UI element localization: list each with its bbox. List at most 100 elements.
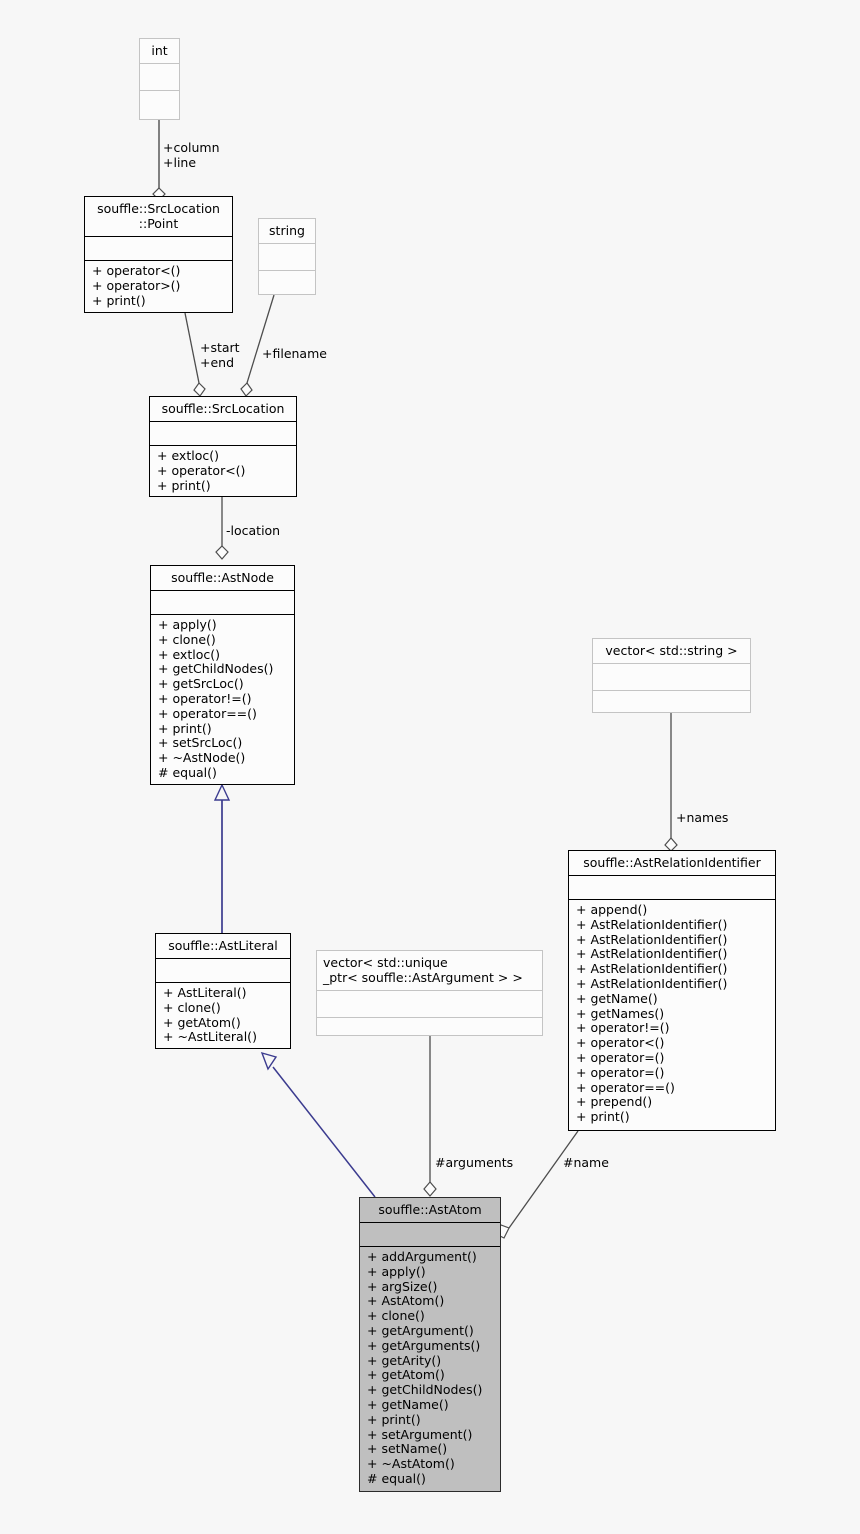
edge-label-filename: +filename xyxy=(262,346,327,361)
class-box-astnode[interactable]: souffle::AstNode + apply() + clone() + e… xyxy=(150,565,295,785)
operation-item: + clone() xyxy=(158,631,216,647)
operation-item: + operator!=() xyxy=(576,1020,670,1036)
operation-item: + getArguments() xyxy=(367,1337,481,1353)
class-ops-astatom: + addArgument() + apply() + argSize() + … xyxy=(360,1247,500,1491)
class-title-srclocation: souffle::SrcLocation xyxy=(150,397,296,422)
operation-item: + operator<() xyxy=(576,1035,665,1051)
operation-item: + clone() xyxy=(163,999,221,1015)
edge-astnode-astliteral-inheritance xyxy=(213,783,231,933)
class-box-astliteral[interactable]: souffle::AstLiteral + AstLiteral() + clo… xyxy=(155,933,291,1049)
class-ops-astrelationidentifier: + append() + AstRelationIdentifier() + A… xyxy=(569,900,775,1130)
operation-item: + ~AstNode() xyxy=(158,750,246,766)
edge-label-arguments: #arguments xyxy=(435,1155,514,1170)
operation-item: + getArgument() xyxy=(367,1322,474,1338)
class-attrs-int xyxy=(140,64,179,91)
operation-item: + getNames() xyxy=(576,1005,665,1021)
operation-item: + operator==() xyxy=(576,1079,675,1095)
operation-item: + getChildNodes() xyxy=(367,1382,483,1398)
class-ops-vector-unique-ptr xyxy=(317,1018,542,1049)
operation-item: + ~AstAtom() xyxy=(367,1456,455,1472)
class-box-string[interactable]: string xyxy=(258,218,316,295)
class-ops-int xyxy=(140,91,179,122)
edge-label-names: +names xyxy=(676,810,729,825)
class-title-vector-string: vector< std::string > xyxy=(593,639,750,664)
class-box-srclocation-point[interactable]: souffle::SrcLocation ::Point + operator<… xyxy=(84,196,233,313)
operation-item: + apply() xyxy=(367,1263,426,1279)
operation-item: + operator>() xyxy=(92,277,181,293)
class-attrs-astrelationidentifier xyxy=(569,876,775,900)
operation-item: + getChildNodes() xyxy=(158,661,274,677)
class-ops-string xyxy=(259,271,315,302)
operation-item: + print() xyxy=(92,292,146,308)
operation-item: + prepend() xyxy=(576,1094,653,1110)
class-ops-astliteral: + AstLiteral() + clone() + getAtom() + ~… xyxy=(156,983,290,1049)
operation-item: + setName() xyxy=(367,1441,448,1457)
class-title-astrelationidentifier: souffle::AstRelationIdentifier xyxy=(569,851,775,876)
operation-item: + addArgument() xyxy=(367,1249,477,1264)
operation-item: + setSrcLoc() xyxy=(158,735,243,751)
edge-label-location: -location xyxy=(226,523,281,538)
class-title-string: string xyxy=(259,219,315,244)
operation-item: + AstRelationIdentifier() xyxy=(576,916,728,932)
edge-label-name: #name xyxy=(563,1155,609,1170)
class-ops-astnode: + apply() + clone() + extloc() + getChil… xyxy=(151,615,294,785)
operation-item: + getName() xyxy=(367,1396,449,1412)
operation-item: + getAtom() xyxy=(163,1014,241,1030)
class-attrs-vector-unique-ptr xyxy=(317,991,542,1018)
operation-item: + operator=() xyxy=(576,1049,665,1065)
operation-item: + extloc() xyxy=(158,646,220,662)
operation-item: + AstRelationIdentifier() xyxy=(576,975,728,991)
edge-label-start-end: +start +end xyxy=(200,340,240,370)
operation-item: + getSrcLoc() xyxy=(158,676,244,692)
class-title-astliteral: souffle::AstLiteral xyxy=(156,934,290,959)
operation-item: + getArity() xyxy=(367,1352,442,1368)
operation-item: + AstAtom() xyxy=(367,1293,445,1309)
operation-item: + getAtom() xyxy=(367,1367,445,1383)
class-title-astnode: souffle::AstNode xyxy=(151,566,294,591)
operation-item: + print() xyxy=(157,477,211,493)
operation-item: + ~AstLiteral() xyxy=(163,1029,257,1045)
edge-vectorstring-to-relationidentifier xyxy=(664,713,678,852)
class-attrs-srclocation-point xyxy=(85,237,232,261)
operation-item: + AstRelationIdentifier() xyxy=(576,931,728,947)
class-attrs-astatom xyxy=(360,1223,500,1247)
class-attrs-string xyxy=(259,244,315,271)
edge-vectorunique-to-astatom xyxy=(423,1036,437,1197)
class-box-int[interactable]: int xyxy=(139,38,180,120)
operation-item: + getName() xyxy=(576,990,658,1006)
operation-item: + print() xyxy=(576,1109,630,1125)
class-box-astrelationidentifier[interactable]: souffle::AstRelationIdentifier + append(… xyxy=(568,850,776,1131)
operation-item: + setArgument() xyxy=(367,1426,473,1442)
class-box-srclocation[interactable]: souffle::SrcLocation + extloc() + operat… xyxy=(149,396,297,497)
operation-item: # equal() xyxy=(367,1470,426,1486)
operation-item: + AstRelationIdentifier() xyxy=(576,946,728,962)
edge-label-column-line: +column +line xyxy=(163,140,220,170)
class-ops-srclocation-point: + operator<() + operator>() + print() xyxy=(85,261,232,312)
class-attrs-vector-string xyxy=(593,664,750,691)
operation-item: + operator!=() xyxy=(158,690,252,706)
class-attrs-astnode xyxy=(151,591,294,615)
operation-item: + extloc() xyxy=(157,448,219,463)
class-box-astatom[interactable]: souffle::AstAtom + addArgument() + apply… xyxy=(359,1197,501,1492)
class-attrs-srclocation xyxy=(150,422,296,446)
operation-item: + AstRelationIdentifier() xyxy=(576,961,728,977)
operation-item: + apply() xyxy=(158,617,217,632)
class-title-int: int xyxy=(140,39,179,64)
class-attrs-astliteral xyxy=(156,959,290,983)
operation-item: + operator<() xyxy=(92,263,181,278)
class-box-vector-unique-ptr[interactable]: vector< std::unique _ptr< souffle::AstAr… xyxy=(316,950,543,1036)
operation-item: + operator==() xyxy=(158,705,257,721)
edge-relationidentifier-to-astatom xyxy=(495,1130,579,1239)
class-ops-srclocation: + extloc() + operator<() + print() xyxy=(150,446,296,497)
edge-astliteral-astatom-inheritance xyxy=(260,1051,376,1198)
class-box-vector-string[interactable]: vector< std::string > xyxy=(592,638,751,713)
class-title-vector-unique-ptr: vector< std::unique _ptr< souffle::AstAr… xyxy=(317,951,542,991)
operation-item: + AstLiteral() xyxy=(163,985,247,1000)
operation-item: + print() xyxy=(158,720,212,736)
class-title-srclocation-point: souffle::SrcLocation ::Point xyxy=(85,197,232,237)
operation-item: # equal() xyxy=(158,764,217,780)
operation-item: + print() xyxy=(367,1411,421,1427)
operation-item: + operator=() xyxy=(576,1064,665,1080)
operation-item: + operator<() xyxy=(157,462,246,478)
